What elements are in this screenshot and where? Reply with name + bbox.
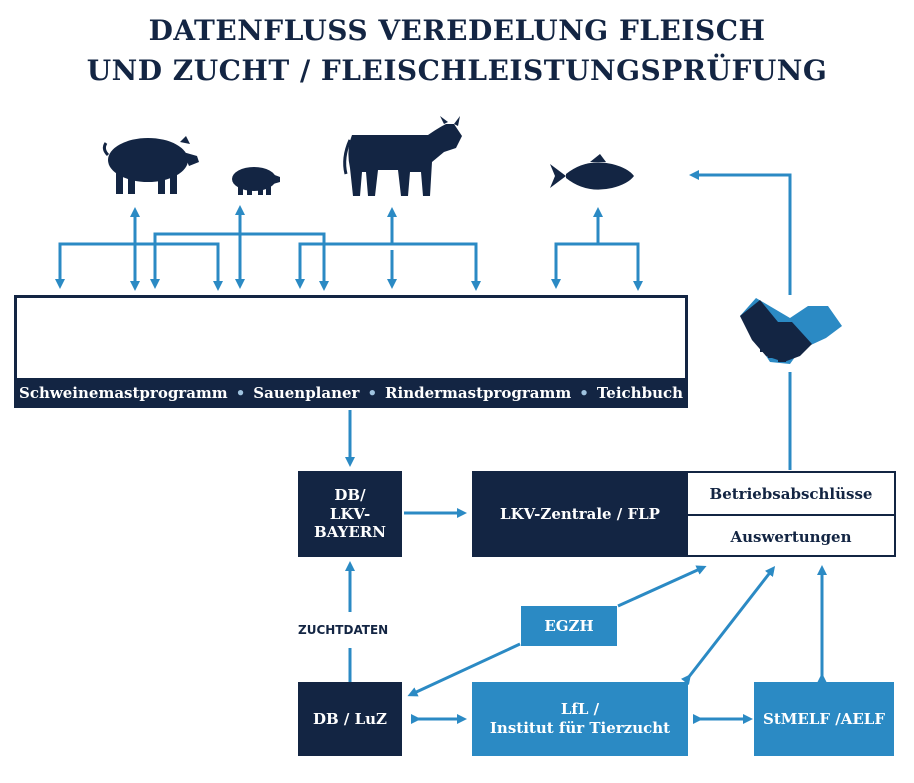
title-line-1: DATENFLUSS VEREDELUNG FLEISCH: [148, 14, 766, 47]
node-betriebsabschluesse: Betriebsabschlüsse: [688, 473, 894, 516]
node-egzh: EGZH: [521, 606, 617, 646]
node-lkv-zentrale: LKV-Zentrale / FLP: [472, 471, 688, 557]
node-stmelf: StMELF /AELF: [754, 682, 894, 756]
program-rindermast: Rindermastprogramm: [385, 384, 572, 402]
separator-dot: •: [579, 384, 589, 402]
separator-dot: •: [235, 384, 246, 402]
program-schweinemast: Schweinemastprogramm: [18, 384, 228, 402]
lkv-outputs-panel: Betriebsabschlüsse Auswertungen: [686, 471, 896, 557]
programs-label-bar: Schweinemastprogramm • Sauenplaner • Rin…: [14, 378, 688, 408]
lfl-auswertungen-arrow: [680, 566, 776, 686]
egzh-to-lkv-arrow: [617, 565, 707, 608]
handshake-icon: [740, 298, 842, 364]
node-lfl: LfL / Institut für Tierzucht: [472, 682, 688, 756]
return-arrow: [689, 170, 792, 470]
program-teichbuch: Teichbuch: [596, 384, 684, 402]
separator-dot: •: [367, 384, 378, 402]
piglet-icon: [232, 167, 280, 195]
egzh-to-luz-arrow: [407, 642, 521, 697]
label-zuchtdaten: ZUCHTDATEN: [298, 623, 389, 637]
node-db-luz: DB / LuZ: [298, 682, 402, 756]
animal-arrows: [55, 205, 643, 291]
node-db-lkv-bayern: DB/ LKV- BAYERN: [298, 471, 402, 557]
pig-icon: [102, 136, 199, 194]
cow-icon: [343, 116, 462, 196]
fish-icon: [550, 154, 634, 190]
node-auswertungen: Auswertungen: [730, 527, 852, 546]
program-sauenplaner: Sauenplaner: [253, 384, 360, 402]
title-line-2: UND ZUCHT / FLEISCHLEISTUNGSPRÜFUNG: [86, 54, 828, 87]
